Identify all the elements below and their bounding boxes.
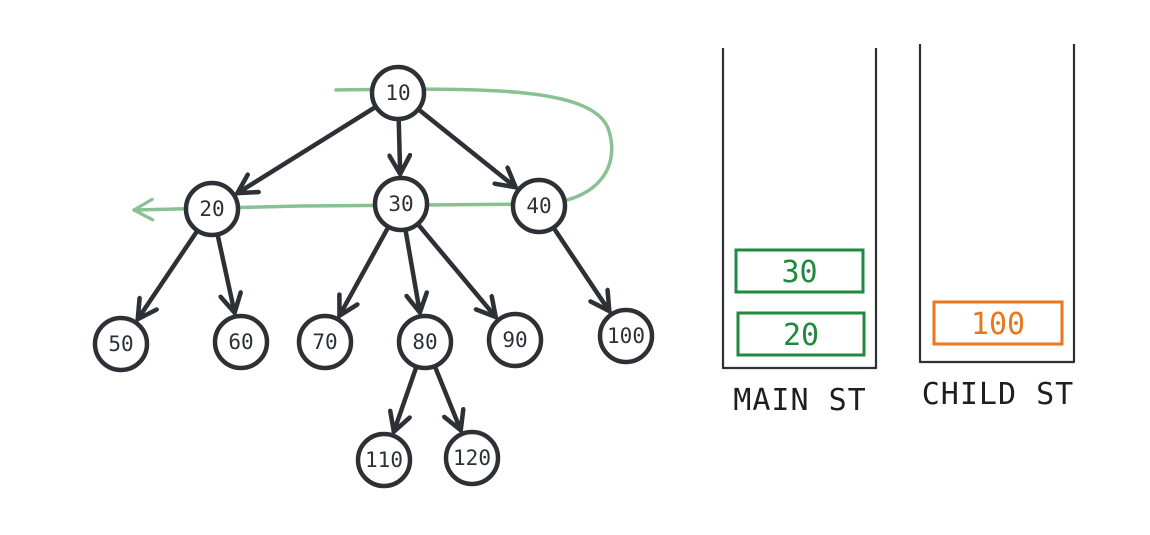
child-stack: 100 CHILD ST bbox=[918, 44, 1076, 412]
main-stack-label: MAIN ST bbox=[733, 383, 866, 418]
tree-node-label: 90 bbox=[502, 328, 527, 352]
tree-node-10: 10 bbox=[369, 64, 427, 122]
main-stack-item-label: 20 bbox=[783, 318, 819, 353]
main-stack: 30 20 MAIN ST bbox=[721, 48, 878, 418]
tree-edge-20-50 bbox=[138, 229, 199, 319]
tree-node-circle bbox=[92, 315, 150, 373]
tree-edge-10-30 bbox=[399, 118, 400, 174]
tree-edge-80-120 bbox=[433, 365, 461, 430]
child-stack-item-label: 100 bbox=[971, 307, 1025, 342]
tree-node-circle bbox=[296, 313, 354, 371]
tree-node-90: 90 bbox=[486, 311, 544, 369]
tree-node-40: 40 bbox=[510, 177, 568, 235]
tree-node-label: 80 bbox=[412, 330, 437, 354]
tree-edge-30-80 bbox=[403, 229, 420, 313]
tree-node-label: 40 bbox=[526, 194, 551, 218]
tree-node-110: 110 bbox=[355, 431, 413, 489]
tree-node-label: 120 bbox=[453, 446, 491, 470]
tree-node-circle bbox=[372, 175, 430, 233]
tree-node-circle bbox=[183, 180, 241, 238]
traversal-path bbox=[132, 87, 614, 222]
child-stack-item: 100 bbox=[932, 300, 1064, 346]
tree-node-label: 100 bbox=[607, 324, 645, 348]
tree-edge-80-110 bbox=[394, 366, 419, 431]
tree-node-20: 20 bbox=[183, 180, 241, 238]
main-stack-item: 20 bbox=[736, 311, 866, 357]
tree-node-80: 80 bbox=[396, 313, 454, 371]
tree-node-100: 100 bbox=[597, 307, 655, 365]
tree-node-30: 30 bbox=[372, 175, 430, 233]
tree-node-label: 30 bbox=[388, 192, 413, 216]
child-stack-label: CHILD ST bbox=[922, 377, 1075, 412]
tree-node-60: 60 bbox=[212, 313, 270, 371]
tree-node-circle bbox=[443, 429, 501, 487]
tree-edge-20-60 bbox=[215, 234, 235, 312]
tree-node-circle bbox=[396, 313, 454, 371]
tree-node-circle bbox=[369, 64, 427, 122]
tree-edge-10-20 bbox=[237, 105, 377, 193]
tree-node-circle bbox=[510, 177, 568, 235]
main-stack-container bbox=[721, 48, 878, 370]
tree-node-label: 60 bbox=[228, 330, 253, 354]
tree-node-120: 120 bbox=[443, 429, 501, 487]
tree-node-circle bbox=[486, 311, 544, 369]
tree-edges bbox=[138, 105, 610, 432]
child-stack-container bbox=[918, 44, 1076, 364]
tree-node-label: 20 bbox=[199, 197, 224, 221]
main-stack-item: 30 bbox=[734, 248, 865, 294]
tree-edge-30-70 bbox=[339, 226, 390, 316]
tree-node-label: 110 bbox=[365, 448, 403, 472]
tree-node-label: 50 bbox=[108, 332, 133, 356]
tree-node-circle bbox=[212, 313, 270, 371]
tree-node-70: 70 bbox=[296, 313, 354, 371]
main-stack-item-label: 30 bbox=[781, 255, 817, 290]
tree-nodes: 10 20 30 40 50 60 70 80 90 100 110 120 bbox=[92, 64, 655, 489]
tree-node-label: 70 bbox=[312, 330, 337, 354]
tree-edge-30-90 bbox=[416, 223, 496, 317]
tree-node-50: 50 bbox=[92, 315, 150, 373]
tree-node-circle bbox=[597, 307, 655, 365]
tree-edge-10-40 bbox=[417, 108, 516, 188]
tree-edge-40-100 bbox=[552, 227, 610, 311]
tree-node-label: 10 bbox=[385, 81, 410, 105]
tree-node-circle bbox=[355, 431, 413, 489]
